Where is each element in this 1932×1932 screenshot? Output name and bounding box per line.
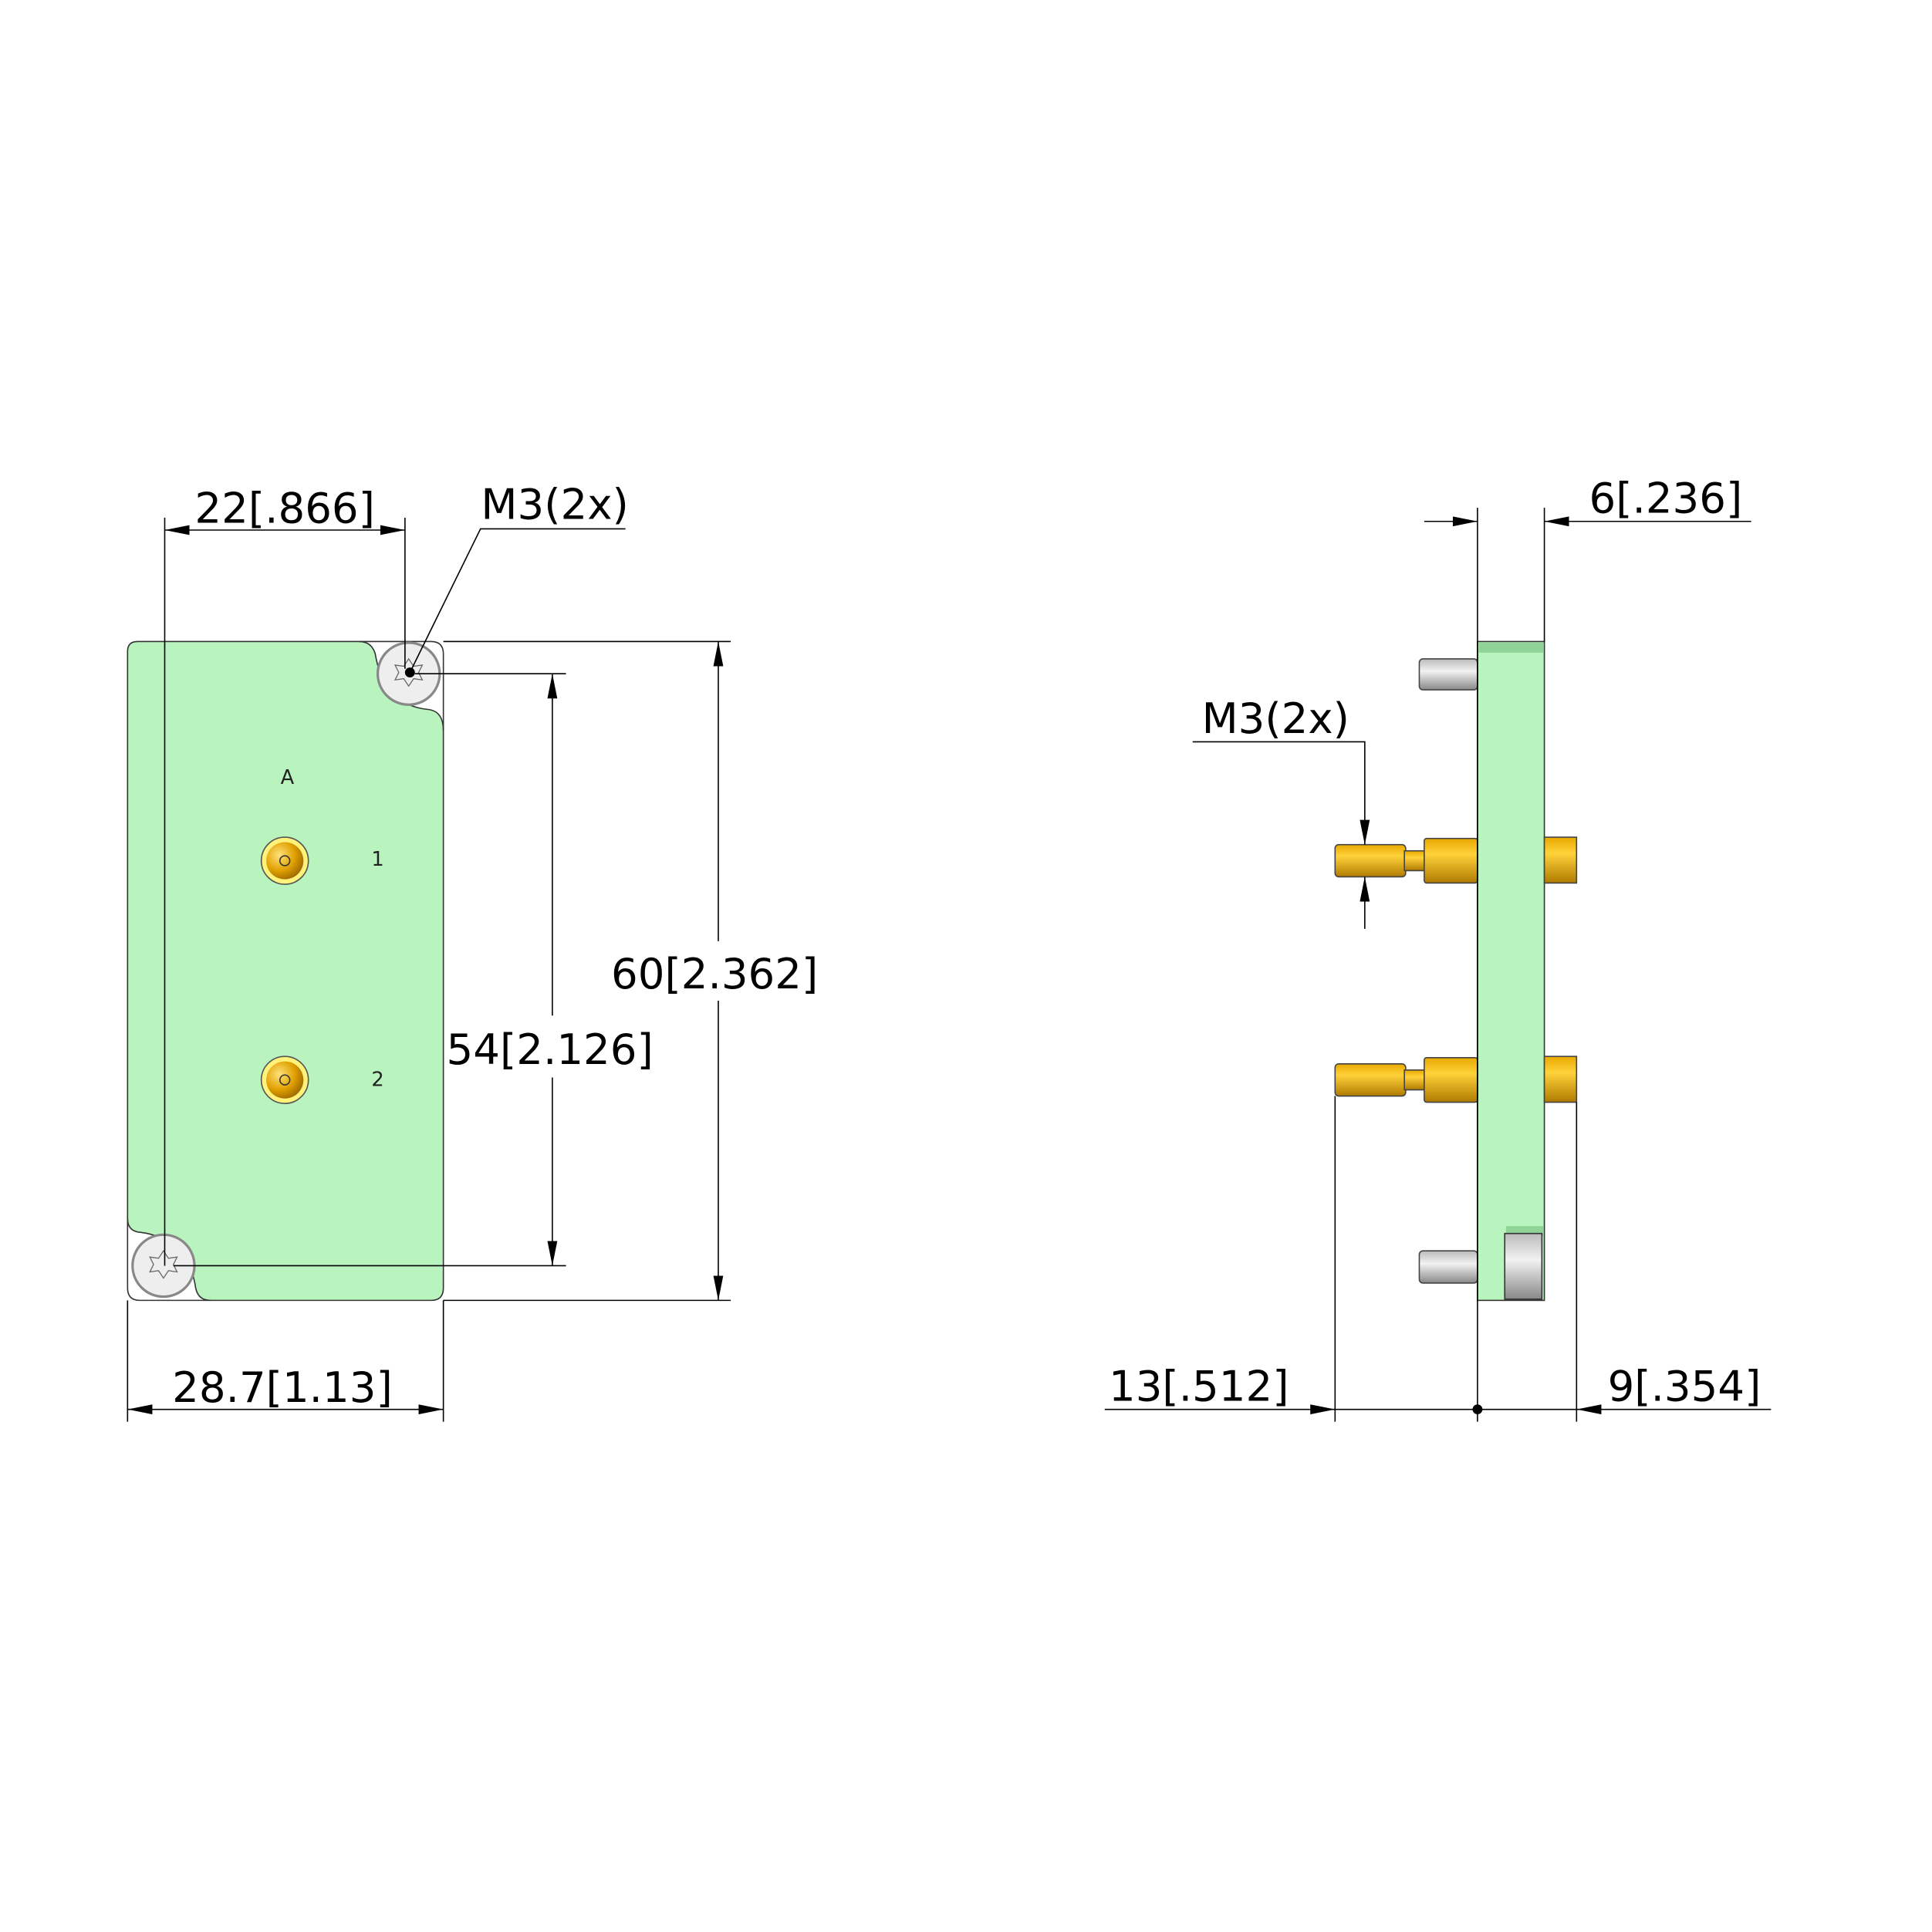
front-plate — [127, 640, 444, 1302]
svg-text:M3(2x): M3(2x) — [481, 480, 628, 529]
connector-2 — [260, 1056, 309, 1104]
svg-text:60[2.362]: 60[2.362] — [611, 949, 818, 998]
dim-pin-back-length: 9[.354] — [1477, 1361, 1772, 1415]
svg-text:22[.866]: 22[.866] — [194, 483, 375, 532]
header-label: A — [281, 766, 295, 789]
dim-hole-spacing-y: 54[2.126] — [447, 674, 654, 1266]
torx-icon — [393, 657, 424, 687]
svg-text:6[.236]: 6[.236] — [1589, 474, 1743, 523]
torx-icon — [149, 1250, 178, 1279]
svg-text:28.7[1.13]: 28.7[1.13] — [172, 1363, 393, 1412]
contact-pin-2 — [1334, 1056, 1578, 1103]
dim-height: 60[2.362] — [611, 641, 818, 1301]
svg-text:M3(2x): M3(2x) — [1202, 694, 1349, 743]
datum-dot — [1472, 1404, 1483, 1415]
guide-pin-bottom — [1418, 1250, 1478, 1284]
dim-pin-front-length: 13[.512] — [1104, 1361, 1478, 1415]
callout-thread-side: M3(2x) — [1192, 694, 1370, 929]
dim-hole-spacing-x: 22[.866] — [164, 483, 405, 535]
svg-text:54[2.126]: 54[2.126] — [447, 1025, 654, 1074]
dim-thickness: 6[.236] — [1424, 474, 1751, 527]
screw-head-side — [1504, 1232, 1543, 1300]
callout-thread-front: M3(2x) — [409, 480, 629, 673]
svg-text:13[.512]: 13[.512] — [1109, 1361, 1289, 1410]
svg-text:9[.354]: 9[.354] — [1608, 1361, 1761, 1410]
front-view: A 1 2 22[.866] M3(2x) 54[2.126] 60[2.362… — [127, 480, 818, 1422]
side-plate — [1477, 640, 1545, 1302]
connector-1 — [260, 836, 309, 885]
contact-pin-1 — [1334, 836, 1578, 884]
pin2-label: 2 — [371, 1069, 383, 1092]
pin1-label: 1 — [371, 848, 383, 871]
guide-pin-top — [1418, 658, 1478, 691]
dim-width: 28.7[1.13] — [127, 1363, 444, 1415]
side-view: 6[.236] M3(2x) 13[.512] 9[.354] — [1104, 474, 1772, 1422]
